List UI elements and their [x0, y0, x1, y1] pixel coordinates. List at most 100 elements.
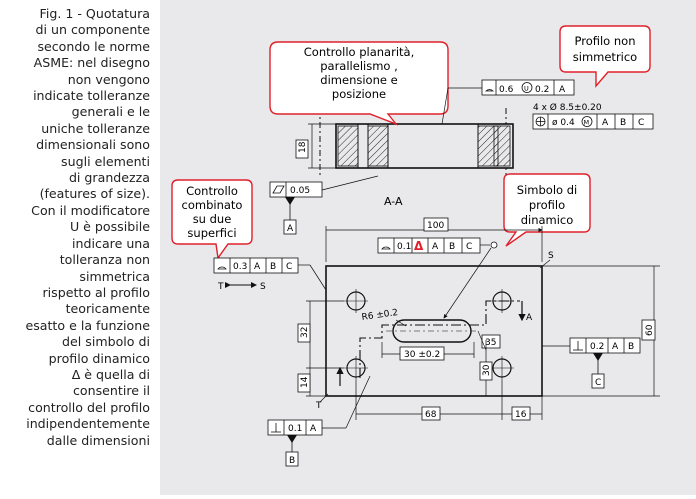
caption-line: Fig. 1 - Quotatura [39, 6, 150, 21]
caption-line: ASME: nel disegno [33, 55, 150, 71]
label-t: T [315, 401, 322, 411]
dim-32: 32 [300, 327, 310, 338]
callout-dynamic-line-2: profilo [529, 198, 565, 212]
caption-line: uniche tolleranze [41, 120, 150, 136]
caption-line: consentire il [73, 383, 150, 399]
dim-60: 60 [645, 324, 655, 336]
datum-c-box [591, 373, 605, 389]
fcf-perp-right-tol: 0.2 [590, 342, 604, 352]
drawing-svg: 18 A-A Controllo planarità, parallelismo… [160, 0, 696, 495]
fcf-top-profile-tol: 0.6 [499, 85, 514, 95]
caption-line: generali e le [71, 104, 150, 120]
fcf-flatness [269, 181, 323, 198]
callout-dynamic-line-3: dinamico [521, 213, 574, 227]
section-label: A-A [384, 195, 403, 208]
caption-line: indipendentemente [26, 416, 150, 432]
datum-b-box [285, 451, 299, 467]
fcf-perp-right-d2: B [628, 342, 634, 352]
caption-line: controllo del profilo [28, 399, 150, 415]
datum-a-top: A [287, 224, 294, 234]
fcf-flatness-tol: 0.05 [290, 186, 310, 196]
caption-line: profilo dinamico [48, 350, 150, 366]
callout-combined: Controllo combinato su due superfici [171, 179, 253, 260]
caption-line: del simbolo di [62, 334, 150, 350]
section-arrow-a-right: A [526, 313, 533, 323]
caption-line: di grandezza [68, 170, 150, 186]
fcf-top-profile [481, 79, 575, 96]
fcf-holes-d3: C [638, 118, 644, 128]
fcf-top-profile-tol2: 0.2 [535, 85, 549, 95]
fcf-holes-d2: B [620, 118, 626, 128]
callout-planarity-line-1: Controllo planarità, [304, 45, 414, 59]
caption-line: non vengono [67, 71, 150, 87]
dim-100: 100 [427, 221, 444, 231]
callout-dynamic: Simbolo di profilo dinamico [503, 173, 591, 247]
fcf-perp-right-d1: A [612, 342, 619, 352]
dim-68: 68 [425, 410, 437, 420]
caption-line: (features of size). [39, 186, 150, 202]
caption-line: sugli elementi [61, 153, 150, 169]
fcf-dynamic-sym: Δ [414, 239, 424, 253]
section-view [308, 108, 514, 178]
fcf-combined-tol: 0.3 [233, 262, 247, 272]
callout-nonsym-line-1: Profilo non [575, 34, 636, 48]
caption-line: Δ è quella di [71, 366, 150, 382]
caption-line: rispetto al profilo [42, 284, 150, 300]
fcf-dynamic-tol: 0.1 [397, 242, 411, 252]
between-from: T [217, 282, 224, 292]
fcf-holes-position [532, 113, 654, 130]
caption-line: dalle dimensioni [46, 432, 150, 448]
fcf-dynamic-profile [377, 237, 481, 254]
dim-35: 35 [485, 338, 496, 348]
datum-b: B [289, 456, 295, 466]
fcf-dynamic-d1: A [432, 242, 439, 252]
caption-line: teoricamente [65, 301, 150, 317]
holes-note: 4 x Ø 8.5±0.20 [533, 102, 602, 113]
datum-a-top-box [283, 219, 297, 235]
caption-line: Con il modificatore [31, 202, 150, 218]
technical-drawing: 18 A-A Controllo planarità, parallelismo… [160, 0, 696, 495]
fcf-dynamic-d2: B [449, 242, 455, 252]
plan-view [325, 265, 543, 397]
fcf-perp-bottom-d1: A [310, 424, 317, 434]
callout-combined-line-4: superfici [187, 226, 236, 240]
callout-combined-line-2: combinato [182, 198, 243, 212]
fcf-holes-mod: M [584, 119, 590, 127]
fcf-combined-d2: B [270, 262, 276, 272]
caption-line: indicare una [72, 235, 150, 251]
callout-nonsym-line-2: simmetrico [573, 50, 637, 64]
between-to: S [260, 282, 266, 292]
callout-planarity-line-2: parallelismo , [320, 59, 398, 73]
callout-planarity: Controllo planarità, parallelismo , dime… [269, 41, 449, 126]
fcf-holes-d1: A [602, 118, 609, 128]
datum-c: C [595, 378, 601, 388]
callout-planarity-line-3: dimensione e [320, 73, 397, 87]
leader-flatness [321, 175, 379, 191]
dim-18: 18 [298, 141, 308, 153]
fcf-top-profile-datum: A [559, 85, 566, 95]
label-s: S [548, 251, 554, 261]
fcf-top-profile-mod: U [524, 85, 529, 93]
fcf-holes-tol: ø 0.4 [552, 118, 575, 128]
caption-line: esatto e la funzione [25, 317, 150, 333]
fcf-perp-right [569, 337, 641, 354]
dim-30-vertical: 30 [482, 364, 492, 376]
dim-18-box [295, 139, 309, 159]
caption-line: di un componente [35, 22, 150, 38]
callout-dynamic-line-1: Simbolo di [517, 183, 577, 197]
caption-line: U è possibile [69, 219, 150, 235]
caption-line: secondo le norme [37, 38, 150, 54]
fcf-combined-d3: C [286, 262, 292, 272]
caption-line: tolleranza non [59, 252, 150, 268]
caption-line: dimensionali sono [36, 137, 150, 153]
dim-16: 16 [515, 410, 527, 420]
callout-combined-line-3: su due [193, 212, 232, 226]
callout-planarity-line-4: posizione [332, 87, 386, 101]
callout-nonsym: Profilo non simmetrico [559, 25, 651, 88]
dim-14: 14 [300, 376, 310, 388]
fcf-perp-bottom-tol: 0.1 [288, 424, 302, 434]
caption-line: simmetrica [79, 268, 150, 284]
callout-combined-line-1: Controllo [186, 184, 238, 198]
dim-30-slot: 30 ±0.2 [404, 350, 440, 360]
